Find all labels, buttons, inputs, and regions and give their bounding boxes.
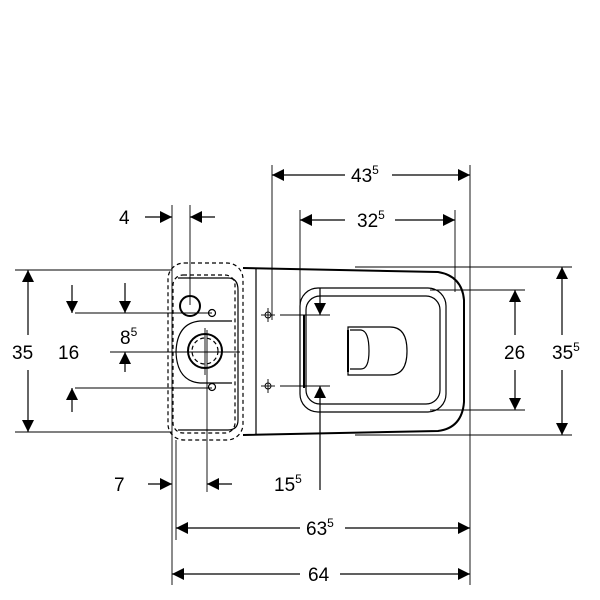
dim-16: 16 <box>58 343 79 364</box>
dim-26: 26 <box>504 343 525 364</box>
dim-35: 35 <box>12 343 33 364</box>
dimension-lines <box>22 169 568 580</box>
dim-64: 64 <box>308 565 330 586</box>
fixing-point-bottom <box>261 379 275 393</box>
dim-7: 7 <box>114 475 125 496</box>
dim-15-5: 155 <box>274 472 302 496</box>
dim-43-5: 435 <box>351 163 379 187</box>
fixing-point-top <box>261 308 275 322</box>
toilet-outline <box>167 262 465 441</box>
dim-35-5: 355 <box>552 340 580 364</box>
extension-lines <box>15 165 572 585</box>
dim-8-5: 85 <box>120 325 138 349</box>
dim-32-5: 325 <box>357 208 385 232</box>
dim-4: 4 <box>119 208 130 229</box>
dim-63-5: 635 <box>306 516 334 540</box>
